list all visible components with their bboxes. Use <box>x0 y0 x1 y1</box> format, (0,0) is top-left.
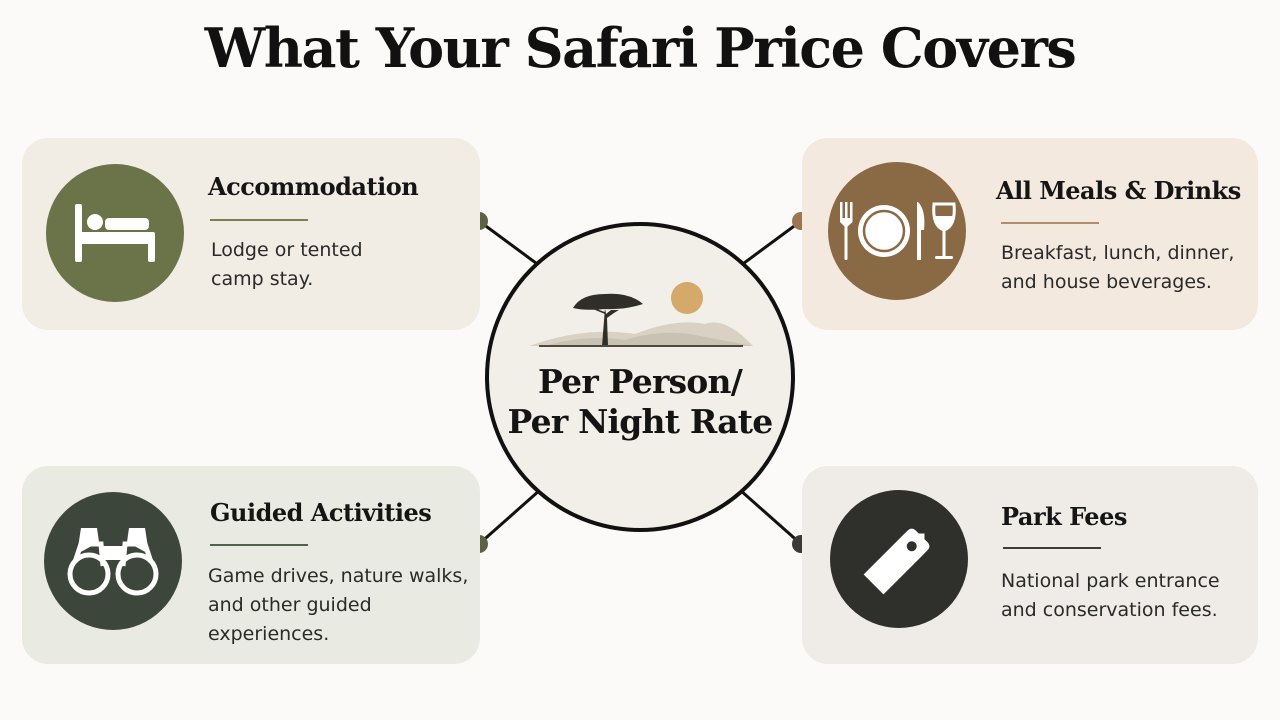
center-hub: Per Person/ Per Night Rate <box>485 222 795 532</box>
meals-icon-circle <box>828 162 966 300</box>
park-fees-divider <box>1003 547 1101 549</box>
activities-heading: Guided Activities <box>210 498 432 527</box>
connector-meals <box>739 219 802 268</box>
activities-desc-line: and other guided <box>208 594 372 616</box>
meals-desc-line: and house beverages. <box>1001 271 1212 293</box>
activities-description: Game drives, nature walks, and other gui… <box>208 562 468 649</box>
savanna-landscape-icon <box>529 282 753 347</box>
connector-activities <box>478 488 541 546</box>
activities-icon-circle <box>44 492 182 630</box>
price-tag-icon <box>863 528 930 595</box>
park-fees-heading: Park Fees <box>1001 502 1127 531</box>
activities-desc-line: experiences. <box>208 623 330 645</box>
park-fees-description: National park entrance and conservation … <box>1001 567 1220 625</box>
acacia-tree-icon <box>573 293 643 346</box>
card-accommodation: Accommodation Lodge or tented camp stay. <box>22 138 480 330</box>
binoculars-icon <box>67 528 159 596</box>
accommodation-desc-line: Lodge or tented <box>211 239 363 261</box>
connector-accommodation <box>478 219 541 268</box>
connector-park-fees <box>739 488 802 546</box>
meals-description: Breakfast, lunch, dinner, and house beve… <box>1001 239 1234 297</box>
meals-divider <box>1001 222 1099 224</box>
card-meals-drinks: All Meals & Drinks Breakfast, lunch, din… <box>802 138 1258 330</box>
park-fees-desc-line: and conservation fees. <box>1001 599 1218 621</box>
accommodation-divider <box>210 219 308 221</box>
bed-icon <box>75 204 155 262</box>
meals-heading: All Meals & Drinks <box>996 176 1241 205</box>
park-fees-icon-circle <box>830 490 968 628</box>
card-park-fees: Park Fees National park entrance and con… <box>802 466 1258 664</box>
page-title: What Your Safari Price Covers <box>204 16 1077 80</box>
activities-divider <box>210 544 308 546</box>
center-line: Per Person/ <box>538 362 743 401</box>
dining-icon <box>840 202 956 260</box>
sun-icon <box>671 282 703 314</box>
activities-desc-line: Game drives, nature walks, <box>208 565 469 587</box>
accommodation-desc-line: camp stay. <box>211 268 314 290</box>
card-guided-activities: Guided Activities Game drives, nature wa… <box>22 466 480 664</box>
accommodation-heading: Accommodation <box>208 172 419 201</box>
center-line: Per Night Rate <box>507 402 774 441</box>
accommodation-icon-circle <box>46 164 184 302</box>
center-rate-label: Per Person/ Per Night Rate <box>489 362 791 442</box>
park-fees-desc-line: National park entrance <box>1001 570 1220 592</box>
meals-desc-line: Breakfast, lunch, dinner, <box>1001 242 1235 264</box>
accommodation-description: Lodge or tented camp stay. <box>211 236 363 294</box>
